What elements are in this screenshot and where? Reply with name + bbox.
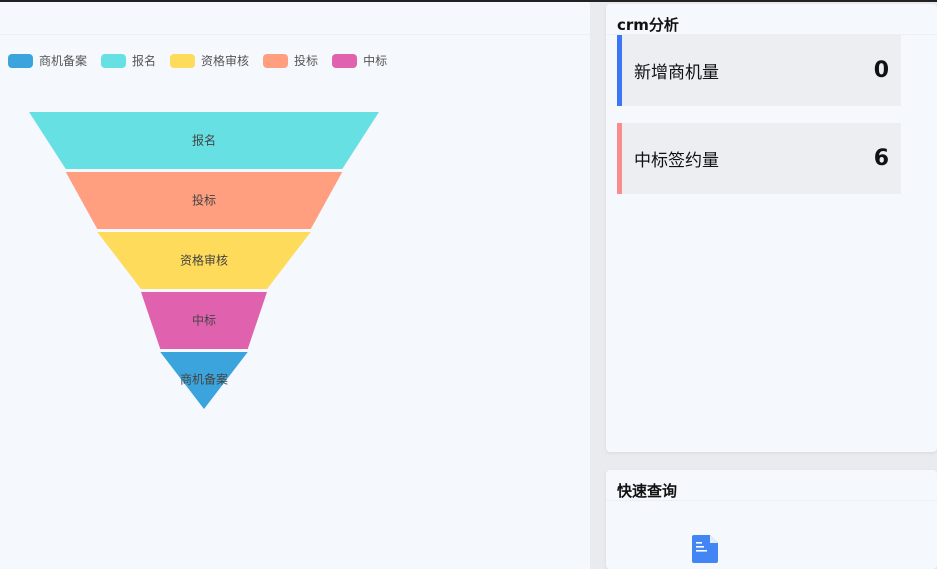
chart-legend: 商机备案 报名 资格审核 投标 中标 [8,52,387,69]
legend-swatch [263,53,289,68]
stat-accent [617,35,622,106]
legend-label: 中标 [363,54,388,68]
legend-item[interactable]: 报名 [101,52,156,69]
funnel-segment[interactable] [97,232,311,289]
funnel-label: 资格审核 [180,253,228,268]
funnel-segment[interactable] [141,292,267,349]
funnel-label: 投标 [192,193,216,208]
funnel-label: 中标 [192,313,216,328]
funnel-label: 报名 [192,133,216,148]
funnel-segment[interactable] [65,172,343,229]
stat-label: 中标签约量 [634,151,719,171]
stat-new-opportunities[interactable]: 新增商机量 0 [617,35,901,106]
legend-item[interactable]: 资格审核 [170,52,249,69]
legend-item[interactable]: 投标 [263,52,318,69]
quick-query-card: 快速查询 [606,470,937,569]
funnel-panel: 商机备案报名资格审核投标中标 报名投标资格审核中标商机备案 [0,2,590,569]
legend-swatch [170,53,196,68]
legend-label: 投标 [294,54,319,68]
legend-label: 报名 [132,54,157,68]
panel-header [0,2,590,35]
crm-analysis-card: crm分析 新增商机量 0 中标签约量 6 [606,4,937,452]
legend-item[interactable]: 中标 [332,52,387,69]
funnel-segment[interactable] [29,112,379,169]
legend-item[interactable]: 商机备案 [8,52,87,69]
crm-title: crm分析 [606,4,937,35]
stat-value: 0 [873,58,889,83]
top-bar [0,0,937,2]
funnel-label: 商机备案 [180,372,228,387]
legend-swatch [8,53,33,68]
quick-title: 快速查询 [606,470,937,501]
stat-value: 6 [873,146,889,171]
legend-label: 资格审核 [201,54,250,68]
stat-won-contracts[interactable]: 中标签约量 6 [617,123,901,194]
legend-label: 商机备案 [39,54,88,68]
legend-swatch [101,53,127,68]
funnel-segment[interactable] [160,352,248,409]
stat-label: 新增商机量 [634,63,719,83]
stat-accent [617,123,622,194]
legend-swatch [332,53,358,68]
document-icon[interactable] [692,535,718,563]
